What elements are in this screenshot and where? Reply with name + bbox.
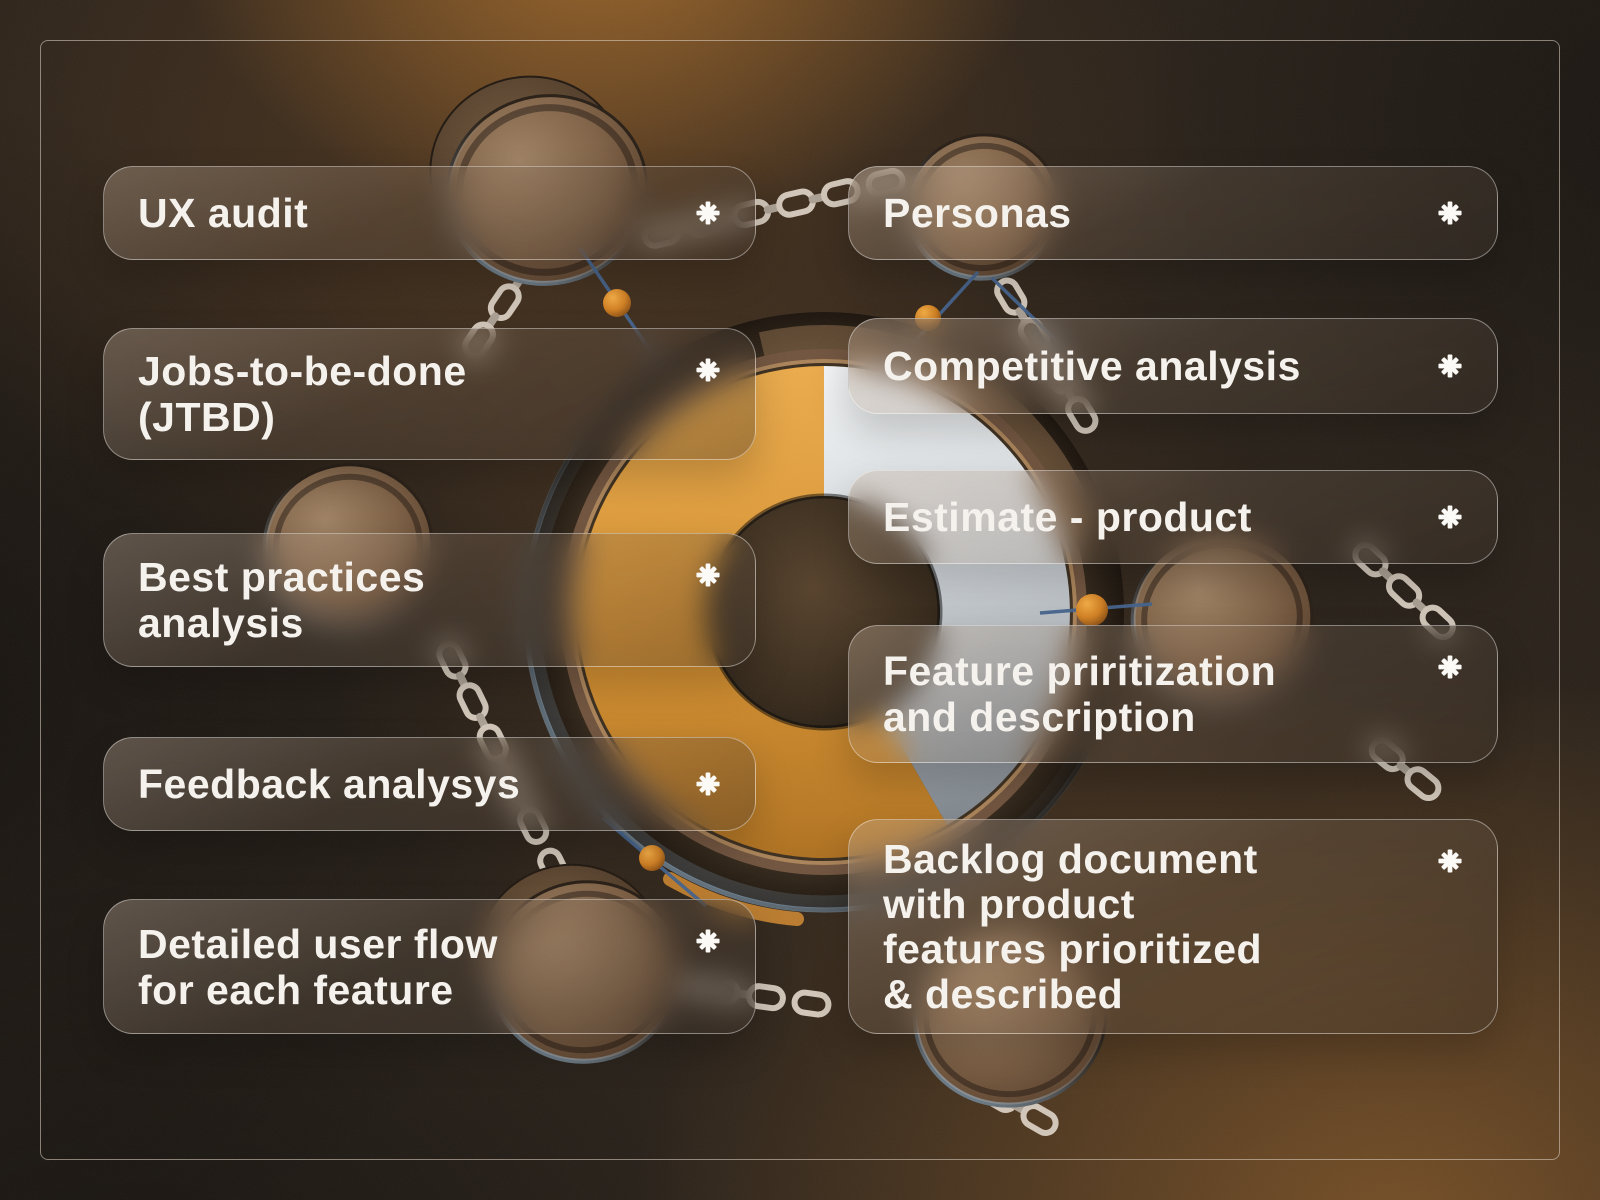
asterisk-icon (1438, 655, 1462, 679)
card-label: Feature priritization and description (883, 648, 1277, 740)
card-detailed-user-flow: Detailed user flow for each feature (103, 899, 756, 1034)
card-label: Jobs-to-be-done (JTBD) (138, 348, 467, 440)
card-personas: Personas (848, 166, 1498, 260)
asterisk-icon (696, 772, 720, 796)
asterisk-icon (696, 929, 720, 953)
card-best-practices-analysis: Best practices analysis (103, 533, 756, 667)
card-label: Best practices analysis (138, 554, 426, 646)
asterisk-icon (696, 563, 720, 587)
inner-border-frame (40, 40, 1560, 1160)
card-feature-prioritization: Feature priritization and description (848, 625, 1498, 763)
asterisk-icon (696, 358, 720, 382)
asterisk-icon (1438, 201, 1462, 225)
card-estimate-product: Estimate - product (848, 470, 1498, 564)
card-label: Detailed user flow for each feature (138, 920, 498, 1013)
asterisk-icon (1438, 505, 1462, 529)
card-label: Estimate - product (883, 494, 1252, 540)
card-backlog-document: Backlog document with product features p… (848, 819, 1498, 1034)
card-jobs-to-be-done: Jobs-to-be-done (JTBD) (103, 328, 756, 460)
asterisk-icon (696, 201, 720, 225)
card-competitive-analysis: Competitive analysis (848, 318, 1498, 414)
card-ux-audit: UX audit (103, 166, 756, 260)
card-label: UX audit (138, 190, 309, 236)
card-label: Feedback analysys (138, 761, 521, 807)
asterisk-icon (1438, 354, 1462, 378)
card-label: Competitive analysis (883, 343, 1301, 389)
card-feedback-analysis: Feedback analysys (103, 737, 756, 831)
card-label: Backlog document with product features p… (883, 835, 1263, 1017)
asterisk-icon (1438, 849, 1462, 873)
card-label: Personas (883, 190, 1072, 236)
